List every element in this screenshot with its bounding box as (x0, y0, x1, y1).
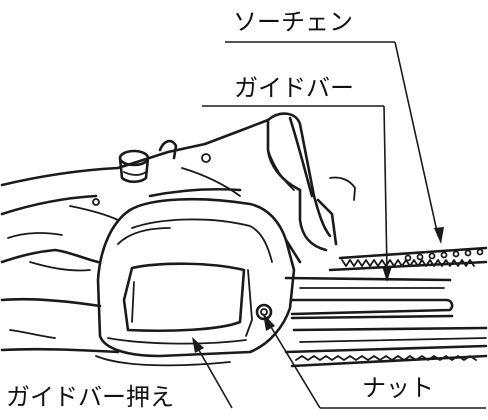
front-cover (266, 112, 356, 252)
nut-label: ナット (362, 374, 434, 402)
guide-bar-retainer-leader (192, 337, 233, 409)
guide-bar (284, 276, 488, 354)
guide-bar-retainer-label: ガイドバー押え (6, 383, 174, 411)
guide-bar-leader (382, 105, 392, 282)
guide-bar-retainer (95, 197, 302, 367)
saw-chain-label: ソーチェン (233, 8, 353, 36)
chainsaw-body (0, 118, 270, 354)
guide-bar-label: ガイドバー (234, 74, 354, 102)
nut-leader (263, 313, 321, 409)
nut-icon (255, 303, 273, 321)
saw-chain (290, 246, 488, 368)
saw-chain-leader (394, 41, 444, 244)
